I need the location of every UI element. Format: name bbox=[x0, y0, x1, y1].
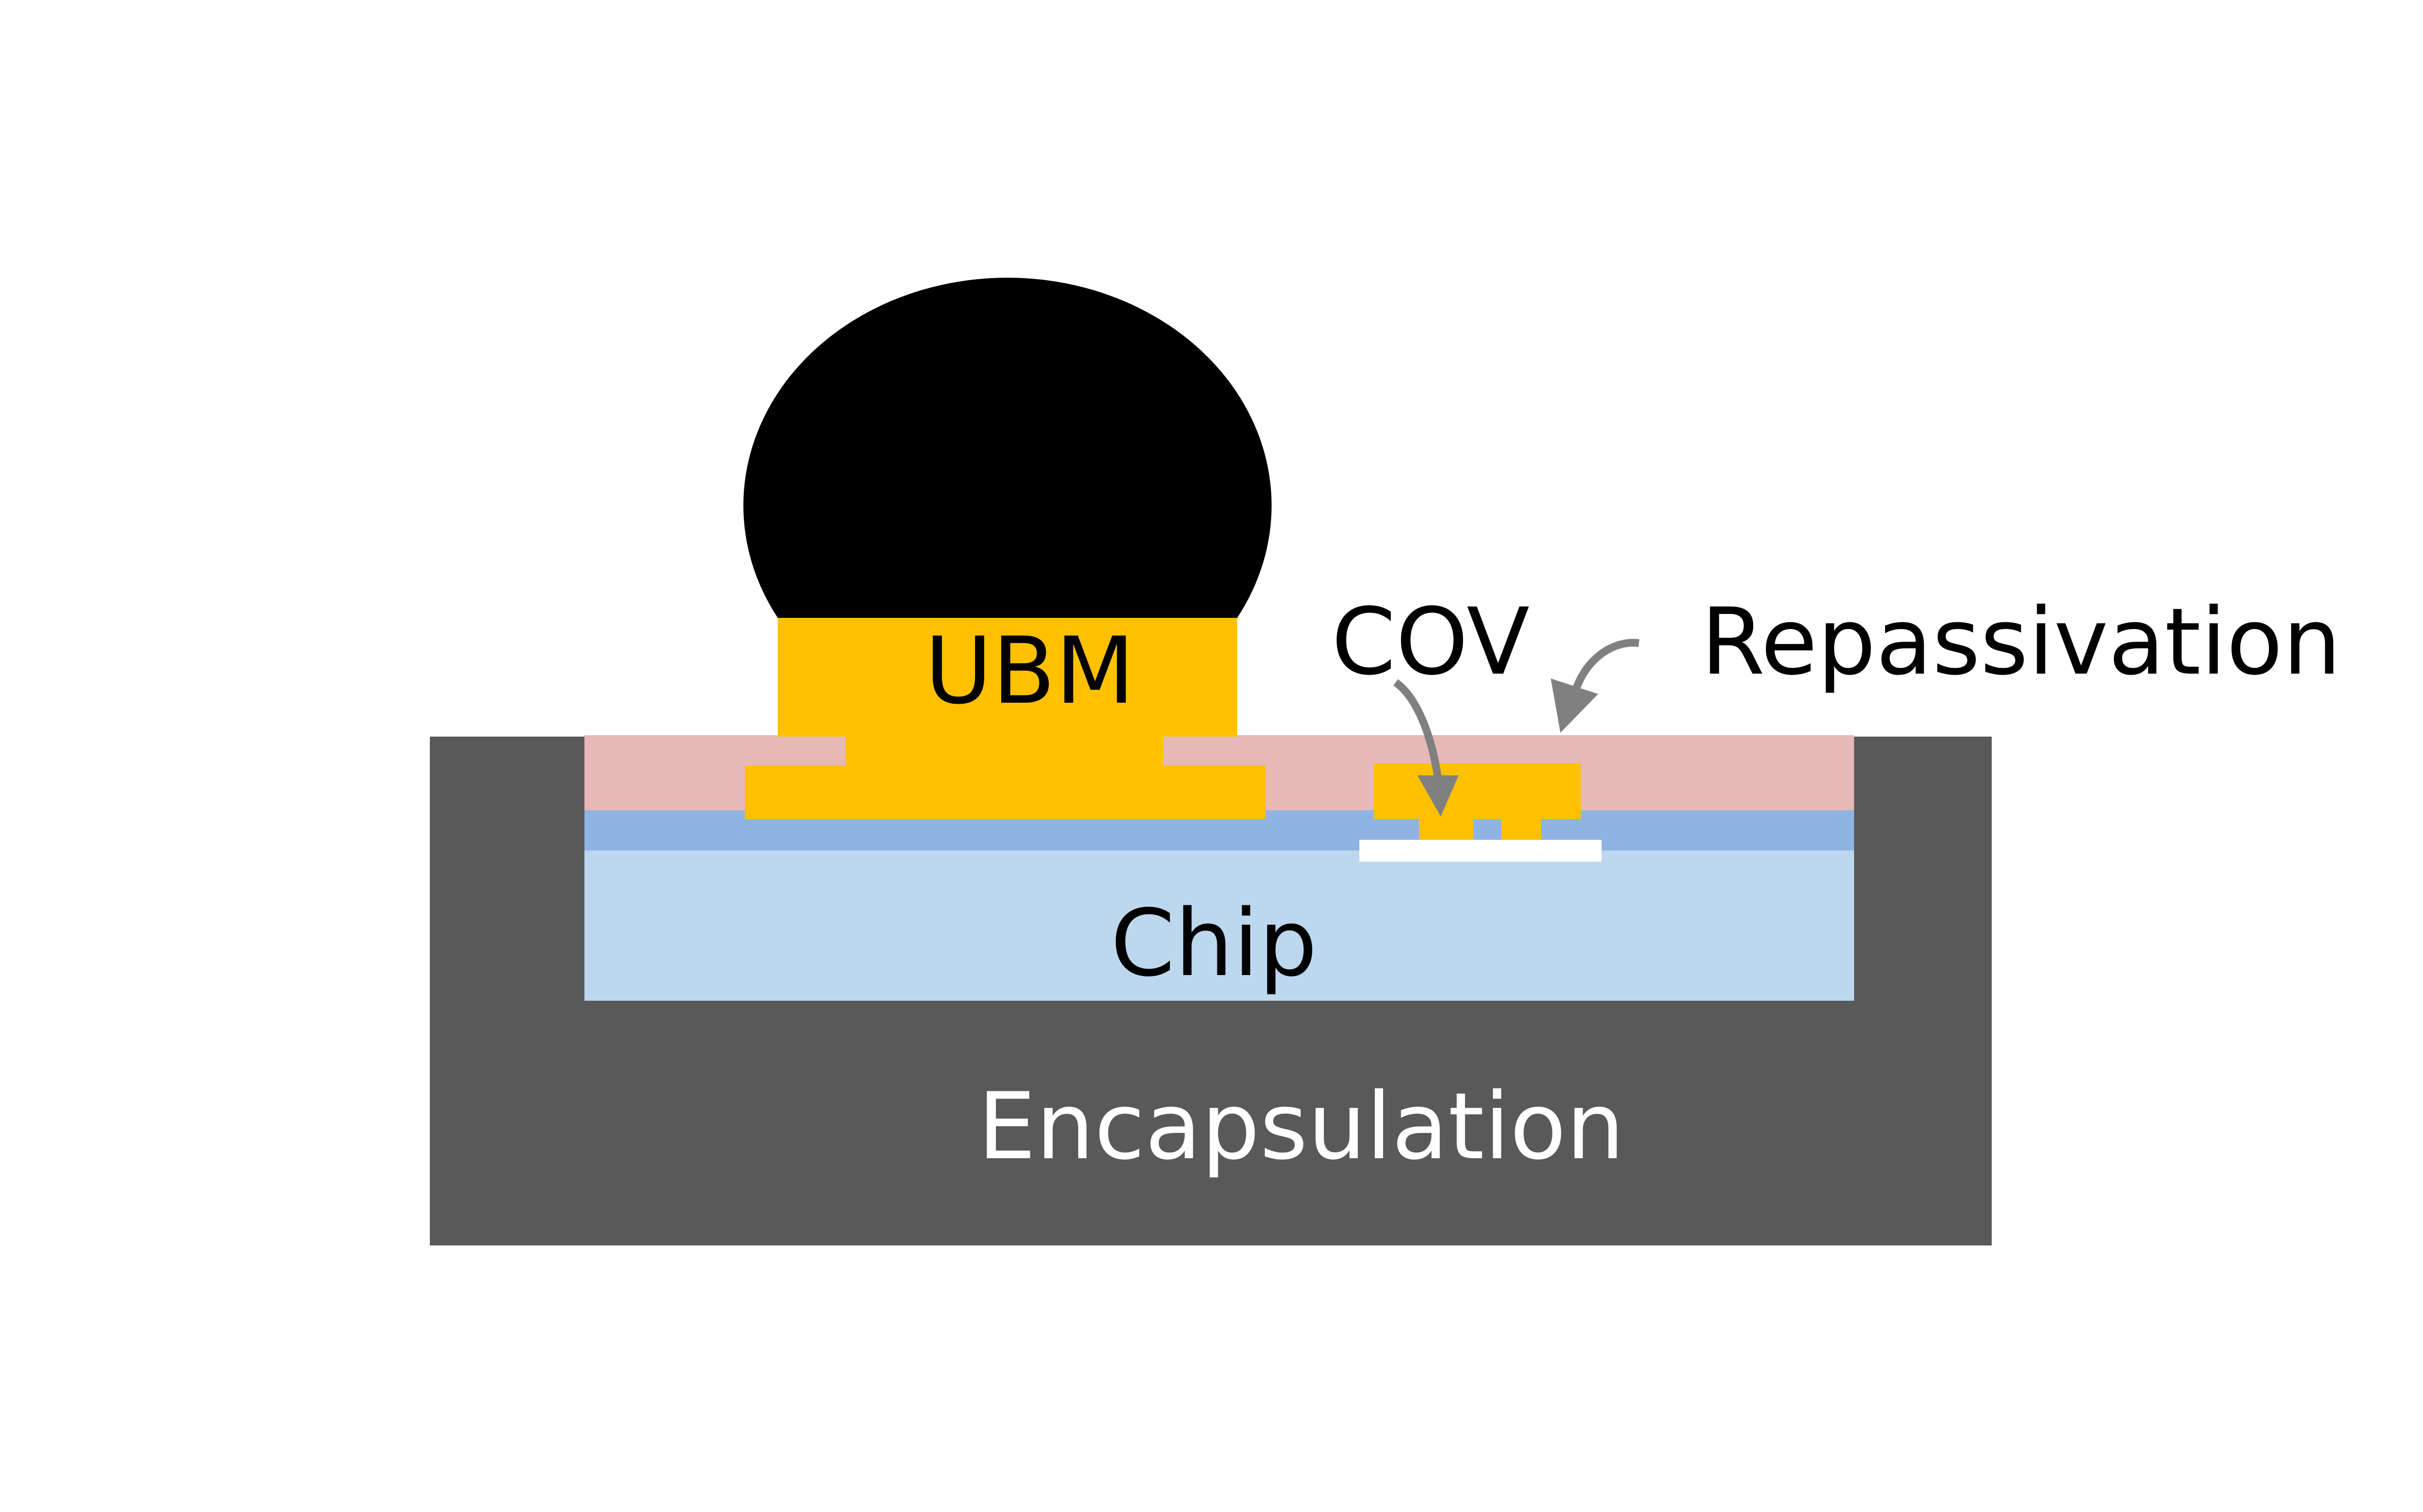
bond-pad bbox=[1359, 840, 1602, 862]
repassivation-arrow-line bbox=[1571, 639, 1639, 694]
cov-arrow-head bbox=[1417, 775, 1459, 817]
ubm-label: UBM bbox=[925, 617, 1134, 724]
repassivation-arrow-head bbox=[1551, 678, 1598, 733]
chip-label: Chip bbox=[1111, 890, 1317, 997]
encapsulation-label: Encapsulation bbox=[978, 1073, 1625, 1180]
cov-label: COV bbox=[1332, 588, 1530, 695]
repassivation-label: Repassivation bbox=[1701, 588, 2341, 695]
ubm-metal bbox=[745, 618, 1266, 819]
cov-arrow-line bbox=[1393, 679, 1442, 781]
solder-ball bbox=[743, 278, 1272, 618]
